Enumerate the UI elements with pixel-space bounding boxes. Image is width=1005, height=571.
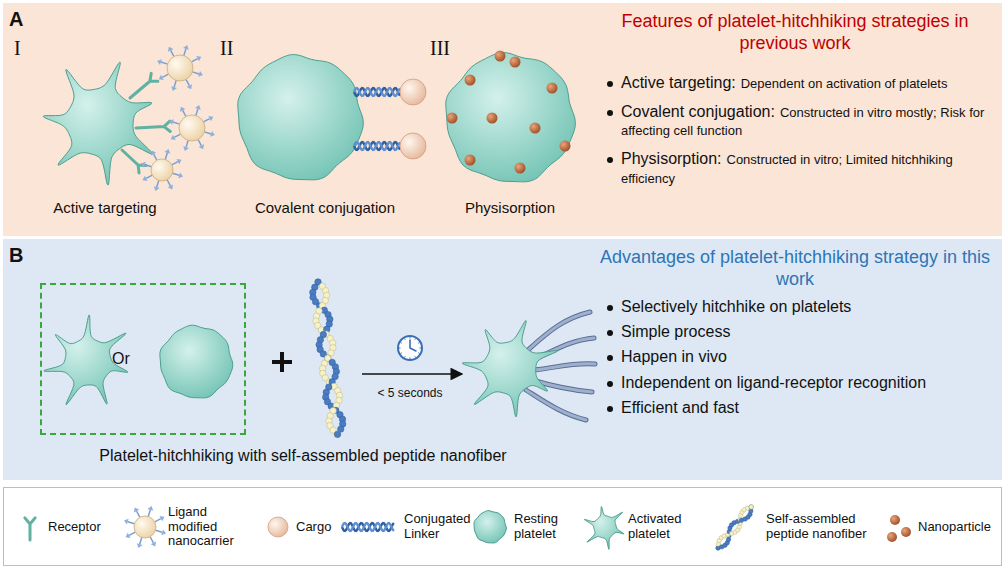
bullet-text: Selectively hitchhike on platelets (621, 298, 851, 315)
bullet-item: Physisorption:Constructed in vitro; Limi… (605, 149, 997, 186)
receptor (130, 73, 158, 98)
roman-numeral: I (14, 36, 34, 60)
nanoparticle (447, 113, 458, 124)
panel-ground (3, 239, 1002, 480)
nanocarrier (157, 45, 203, 91)
bullet-text: Happen in vivo (621, 348, 727, 365)
panel-heading: Advantages of platelet-hitchhiking strat… (595, 247, 995, 290)
peptide-nanofiber (716, 505, 754, 550)
activated-platelet (43, 62, 152, 185)
legend-text: Self-assembled peptide nanofiber (766, 512, 876, 542)
bullet-item: Happen in vivo (605, 347, 997, 366)
legend-text: Receptor (48, 520, 101, 535)
text-label: Or (112, 349, 152, 368)
resting-platelet (238, 55, 364, 180)
caption-label: Active targeting (20, 199, 190, 217)
bullet-item: Active targeting: Dependent on activation… (605, 73, 997, 92)
panel: B Advantages of platelet-hitchhiking stra… (3, 239, 1002, 480)
nanocarrier (169, 105, 215, 151)
cargo (268, 517, 288, 537)
nanoparticle (495, 51, 506, 62)
cargo (400, 79, 426, 105)
caption-label: < 5 seconds (360, 386, 460, 400)
bullet-dot (607, 355, 613, 361)
bullet-item: Covalent conjugation:Constructed in vitr… (605, 102, 997, 139)
bullet-item: Independent on ligand-receptor recogniti… (605, 373, 997, 392)
bullet-dot (607, 157, 613, 163)
legend-text: Conjugated Linker (404, 512, 474, 542)
roman-numeral: III (430, 36, 470, 60)
bullet-detail: Dependent on activation of platelets (741, 76, 948, 91)
bound-nanofiber (534, 364, 595, 370)
input-group-box: Or (40, 283, 246, 435)
caption-label: Covalent conjugation (230, 199, 420, 217)
receptor (122, 150, 146, 173)
bullet-text: Active targeting: (621, 74, 736, 91)
nanocarrier (124, 506, 166, 548)
nanoparticle (487, 113, 498, 124)
bound-nanofiber (526, 390, 586, 420)
nanoparticle (901, 527, 911, 537)
nanoparticle (560, 141, 571, 152)
nanoparticle (547, 83, 558, 94)
bullet-dot (607, 110, 613, 116)
bullet-dot (607, 81, 613, 87)
resting-platelet (160, 325, 233, 398)
nanoparticle (510, 57, 521, 68)
bullet-item: Efficient and fast (605, 398, 997, 417)
bullet-dot (607, 381, 613, 387)
nanoparticle (887, 532, 897, 542)
nanoparticle (465, 155, 476, 166)
resting-platelet (474, 511, 506, 543)
activated-platelet (584, 507, 623, 550)
nanoparticle (530, 123, 541, 134)
bullet-text: Efficient and fast (621, 399, 739, 416)
bullet-dot (607, 406, 613, 412)
bullet-text: Covalent conjugation: (621, 103, 775, 120)
cargo (400, 133, 426, 159)
receptor (25, 518, 35, 540)
conjugated-linker (342, 523, 394, 531)
bullet-text: Simple process (621, 323, 730, 340)
bullet-item: Selectively hitchhike on platelets (605, 297, 997, 316)
bullet-text: Independent on ligand-receptor recogniti… (621, 374, 926, 391)
panel-letter: B (9, 243, 39, 267)
reaction-arrow (362, 373, 462, 375)
legend-text: Cargo (296, 520, 331, 535)
caption-label: Physisorption (440, 199, 580, 217)
plus-sign (272, 352, 292, 372)
legend-text: Nanoparticle (918, 520, 991, 535)
activated-platelet (462, 320, 557, 416)
nanoparticle (465, 75, 476, 86)
roman-numeral: II (220, 36, 250, 60)
bullet-dot (607, 330, 613, 336)
legend-frame (4, 488, 1002, 566)
peptide-nanofiber (310, 279, 346, 438)
panel-heading: Features of platelet-hitchhiking strateg… (595, 11, 995, 54)
resting-platelet (446, 53, 576, 182)
bullet-text: Physisorption: (621, 150, 722, 167)
nanocarrier (141, 149, 183, 191)
nanoparticle (890, 515, 900, 525)
bound-nanofiber (528, 312, 590, 350)
nanoparticle (515, 163, 526, 174)
bullet-dot (607, 305, 613, 311)
bullet-item: Simple process (605, 322, 997, 341)
legend-text: Activated platelet (628, 512, 704, 542)
receptor (136, 121, 170, 131)
panel-ground (3, 3, 1002, 236)
conjugated-linker (354, 142, 400, 150)
conjugated-linker (354, 88, 400, 96)
clock-icon (398, 336, 422, 360)
text-label: Platelet-hitchhiking with self-assembled… (33, 446, 573, 465)
legend-text: Resting platelet (514, 512, 582, 542)
legend-text: Ligand modified nanocarrier (168, 505, 252, 550)
panel-letter: A (9, 7, 39, 31)
